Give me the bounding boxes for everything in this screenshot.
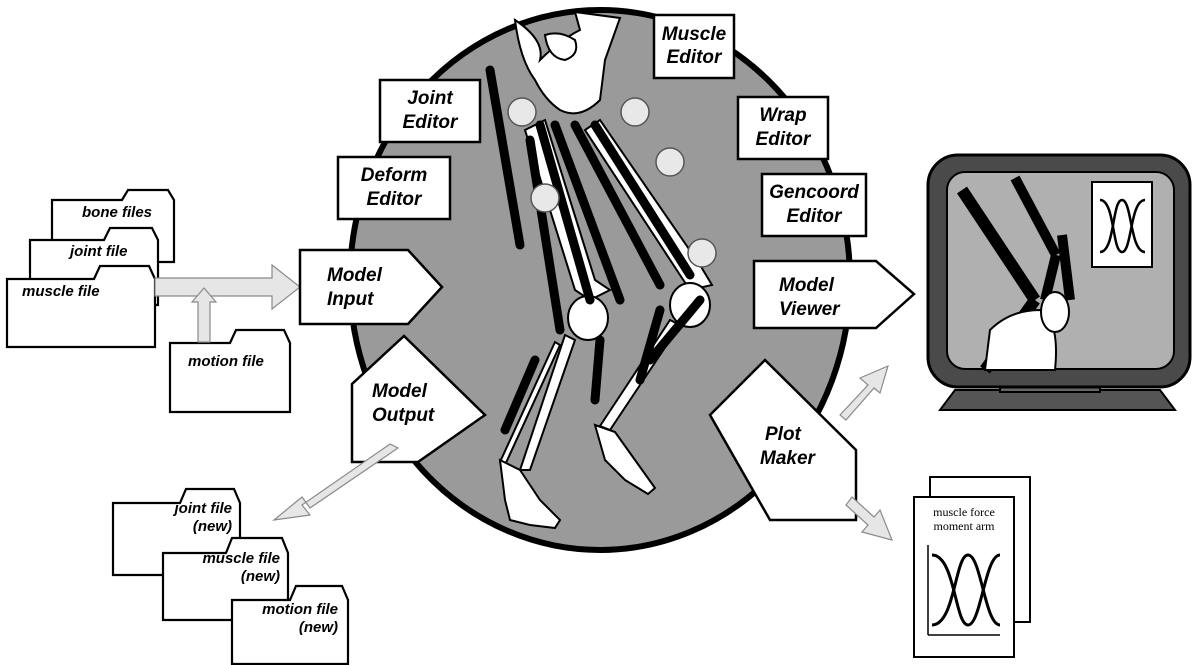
plot-maker-label-1: Plot — [765, 424, 802, 445]
joint-new-label-2: (new) — [193, 518, 232, 535]
muscle-file-folder[interactable]: muscle file — [7, 266, 155, 347]
monitor-icon — [928, 155, 1190, 410]
plot-document-line-2: moment arm — [934, 519, 996, 533]
model-output-label-2: Output — [372, 405, 435, 426]
joint-editor-box[interactable]: Joint Editor — [380, 80, 480, 142]
motion-file-label: motion file — [188, 353, 264, 370]
model-viewer-box[interactable]: Model Viewer — [754, 261, 914, 328]
muscle-new-label-1: muscle file — [202, 550, 280, 567]
deform-editor-label-1: Deform — [361, 165, 428, 186]
muscle-editor-label-2: Editor — [667, 47, 723, 68]
deform-editor-box[interactable]: Deform Editor — [338, 157, 450, 219]
motion-new-label-1: motion file — [262, 601, 338, 618]
muscle-file-label: muscle file — [22, 283, 100, 300]
wrap-editor-label-2: Editor — [756, 129, 812, 150]
muscle-editor-label-1: Muscle — [662, 24, 727, 45]
deform-editor-label-2: Editor — [367, 189, 423, 210]
gencoord-editor-label-2: Editor — [787, 206, 843, 227]
plot-document-icon[interactable]: muscle force moment arm — [914, 477, 1030, 657]
model-input-label-2: Input — [327, 289, 374, 310]
joint-new-label-1: joint file — [173, 500, 233, 517]
model-output-label-1: Model — [372, 381, 428, 402]
bone-files-label: bone files — [82, 204, 152, 221]
output-arrow — [274, 444, 398, 520]
wrap-editor-box[interactable]: Wrap Editor — [738, 97, 828, 159]
model-viewer-label-1: Model — [779, 275, 835, 296]
model-input-label-1: Model — [327, 265, 383, 286]
input-files: bone files joint file muscle file motion… — [7, 190, 290, 412]
joint-file-label: joint file — [68, 243, 128, 260]
joint-editor-label-1: Joint — [407, 88, 453, 109]
model-viewer-label-2: Viewer — [779, 299, 841, 320]
joint-editor-label-2: Editor — [403, 112, 459, 133]
gencoord-editor-box[interactable]: Gencoord Editor — [762, 174, 866, 236]
plot-document-line-1: muscle force — [933, 505, 995, 519]
wrap-editor-label-1: Wrap — [759, 105, 806, 126]
muscle-new-label-2: (new) — [241, 568, 280, 585]
gencoord-editor-label-1: Gencoord — [769, 182, 859, 203]
muscle-editor-box[interactable]: Muscle Editor — [654, 15, 734, 78]
plot-maker-label-2: Maker — [760, 448, 817, 469]
motion-file-folder[interactable]: motion file — [170, 330, 290, 412]
motion-new-label-2: (new) — [299, 619, 338, 636]
output-files: joint file (new) muscle file (new) motio… — [113, 489, 348, 664]
